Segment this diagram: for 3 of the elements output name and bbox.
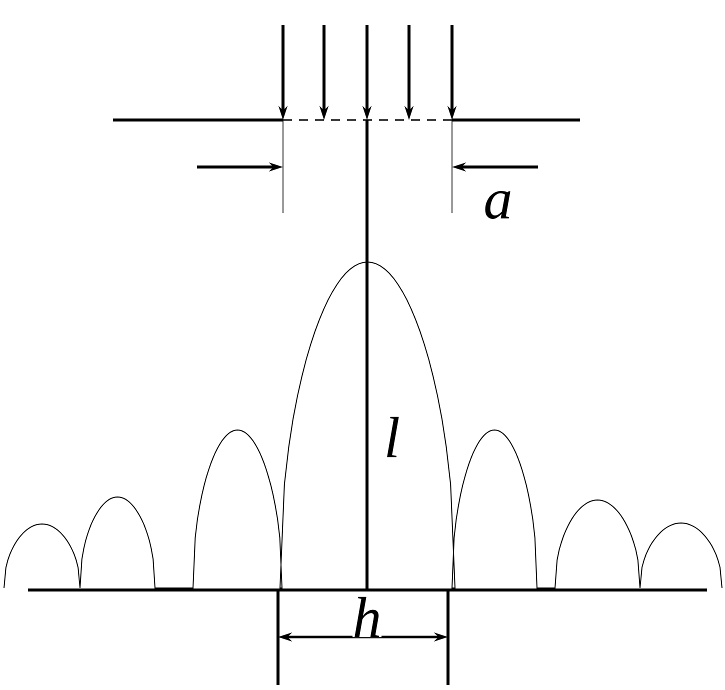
- dimension-label: h: [352, 596, 382, 638]
- dimension-label: l: [384, 416, 400, 458]
- dimension-label: a: [484, 191, 512, 219]
